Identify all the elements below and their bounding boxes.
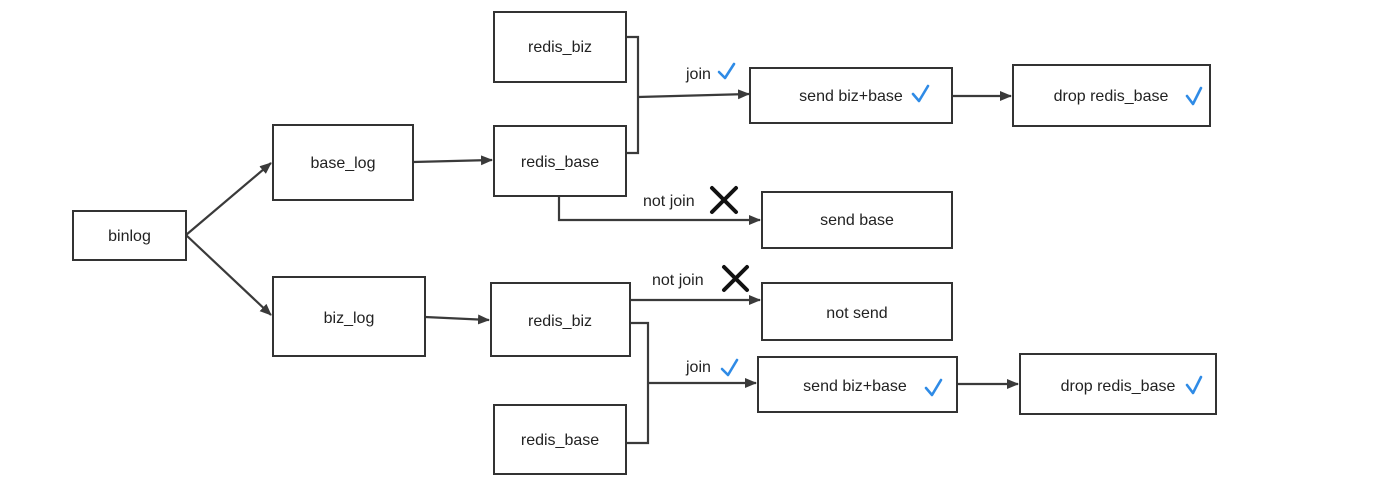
node-binlog-label: binlog [108,228,151,245]
edge-binlog-biz-log [185,234,272,316]
node-bottom-redis-biz-label: redis_biz [528,313,592,330]
node-top-redis-biz-label: redis_biz [528,39,592,56]
top-not-join-label: not join [643,193,695,210]
node-bottom-drop-redis-base: drop redis_base [1019,353,1217,415]
node-base-log: base_log [272,124,414,201]
check-icon [911,84,930,103]
bottom-join-label: join [685,359,711,376]
node-bottom-redis-biz: redis_biz [490,282,631,357]
node-top-drop-redis-base-label: drop redis_base [1054,88,1169,105]
node-biz-log-label: biz_log [324,310,375,327]
node-bottom-redis-base-label: redis_base [521,432,599,449]
bottom-not-join-label: not join [652,272,704,289]
node-bottom-send-biz-base-label: send biz+base [803,378,907,395]
node-top-drop-redis-base: drop redis_base [1012,64,1211,127]
node-top-send-base: send base [761,191,953,249]
connectors [185,35,1019,445]
edge-top-not-join [557,197,761,225]
node-top-redis-biz: redis_biz [493,11,627,83]
edge-base-log-redis-base [412,155,493,166]
check-icon [1185,375,1203,395]
node-top-redis-base-label: redis_base [521,154,599,171]
node-top-send-biz-base-label: send biz+base [799,88,903,105]
check-icon [717,62,736,80]
check-icon [1185,86,1203,106]
node-bottom-redis-base: redis_base [493,404,627,475]
check-icon [720,358,739,377]
node-biz-log: biz_log [272,276,426,357]
node-bottom-not-send: not send [761,282,953,341]
edge-biz-log-redis-biz [424,314,490,325]
node-base-log-label: base_log [311,155,376,172]
node-top-redis-base: redis_base [493,125,627,197]
cross-icon [722,265,749,292]
node-bottom-send-biz-base: send biz+base [757,356,958,413]
node-bottom-not-send-label: not send [826,305,887,322]
check-icon [924,378,943,397]
cross-icon [710,186,738,214]
edge-binlog-base-log [185,162,272,236]
node-bottom-drop-redis-base-label: drop redis_base [1061,378,1176,395]
node-binlog: binlog [72,210,187,261]
node-top-send-base-label: send base [820,212,894,229]
edge-top-join-bracket [626,35,640,155]
edge-top-join-send [637,89,750,100]
node-top-send-biz-base: send biz+base [749,67,953,124]
top-join-label: join [685,66,711,83]
